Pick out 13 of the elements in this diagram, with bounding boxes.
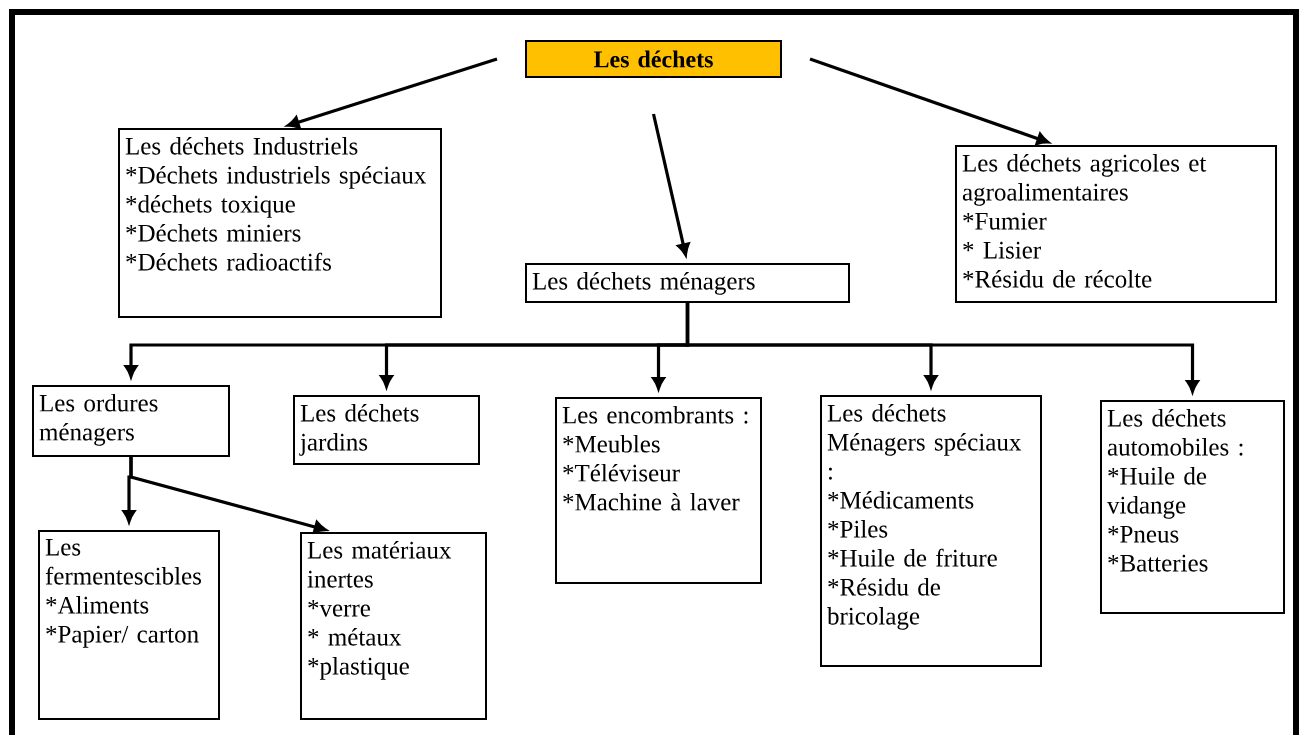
category-box: Les matériaux inertes *verre * métaux *plastique <box>300 532 487 720</box>
category-box: Les fermentescibles *Aliments *Papier/ carton <box>38 530 220 720</box>
title-box: Les déchets <box>525 40 782 78</box>
arrow <box>809 57 1050 145</box>
category-box: Les déchets ménagers <box>525 263 850 303</box>
category-box: Les déchets Industriels *Déchets industriels spéciaux *déchets toxique *Déchets miniers *Déchets radioactifs <box>118 128 442 318</box>
category-box: Les déchets automobiles : *Huile de vidange *Pneus *Batteries <box>1100 400 1285 614</box>
category-box: Les ordures ménagers <box>32 385 230 457</box>
category-box: Les déchets agricoles et agroalimentaires *Fumier * Lisier *Résidu de récolte <box>955 145 1277 303</box>
arrow <box>129 457 327 534</box>
category-box: Les encombrants : *Meubles *Téléviseur *Machine à laver <box>555 397 762 584</box>
category-box: Les déchets Ménagers spéciaux : *Médicaments *Piles *Huile de friture *Résidu de bricolage <box>820 395 1042 667</box>
category-box: Les déchets jardins <box>293 395 480 465</box>
